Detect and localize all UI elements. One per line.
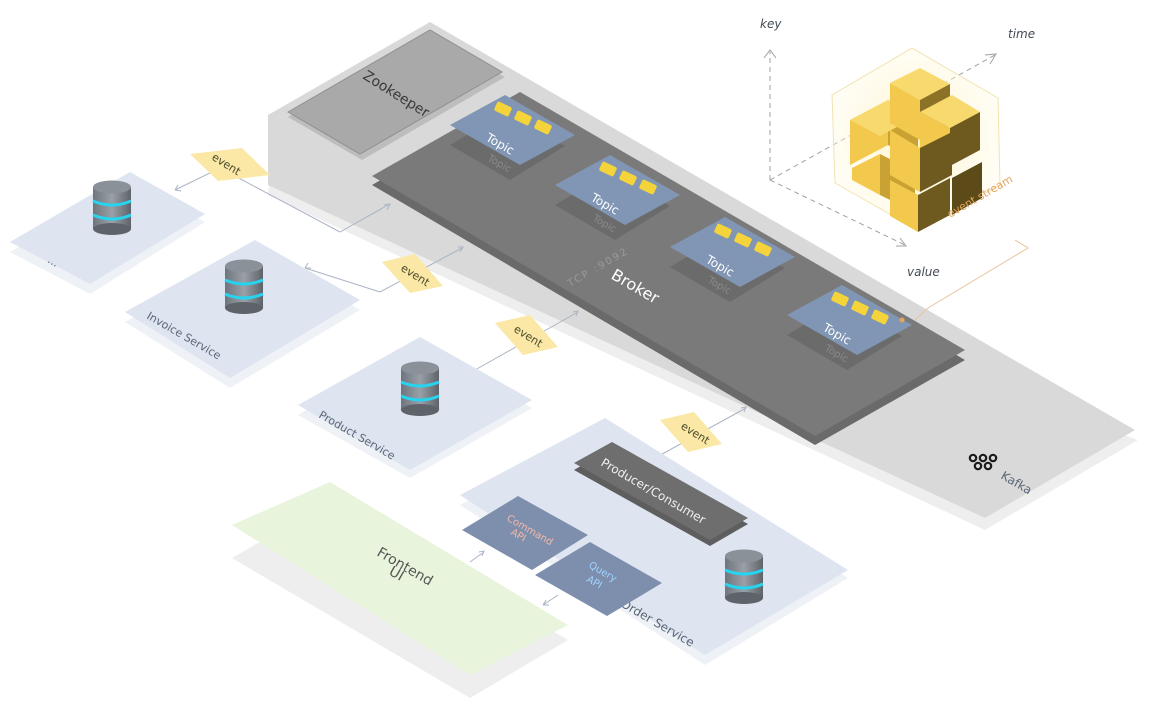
topic-4: Topic Topic — [787, 285, 912, 370]
topic-4-event-box — [831, 291, 849, 307]
event-stream-connector — [914, 239, 1029, 321]
frontend-label-line2: UI — [386, 564, 406, 585]
topic-3-event-box — [734, 232, 752, 248]
topic-3: Topic Topic — [670, 217, 795, 302]
topic-2-event-box — [599, 161, 617, 177]
axis-time-label: time — [1008, 27, 1035, 41]
service-order: Order Service — [460, 418, 848, 665]
topic-2-event-box — [619, 170, 637, 186]
database-icon — [722, 548, 766, 606]
event-tag-1: event — [190, 148, 270, 181]
topic-4-new-event-dot — [899, 317, 905, 323]
topic-4-event-box — [871, 309, 889, 325]
frontend-node: Frontend UI — [232, 482, 568, 698]
event-cube-icon — [831, 47, 1001, 232]
service-invoice: Invoice Service — [125, 240, 360, 388]
axis-value-label: value — [907, 265, 940, 279]
database-icon — [222, 258, 266, 316]
connector-frontend-command — [469, 550, 485, 563]
topic-3-event-box — [754, 241, 772, 257]
database-icon — [90, 179, 134, 237]
topic-3-event-box — [714, 223, 732, 239]
service-unnamed: ... — [10, 172, 205, 294]
producer-consumer-node: Producer/Consumer — [574, 442, 748, 546]
connector-query-frontend — [542, 594, 559, 606]
value-axis — [769, 179, 906, 246]
topic-1-event-box — [494, 101, 512, 117]
topic-2-event-box — [639, 179, 657, 195]
database-icon — [398, 360, 442, 418]
event-stream-diagram: key time value event stream — [760, 17, 1035, 321]
topic-1-event-box — [534, 119, 552, 135]
axis-key-label: key — [760, 17, 782, 31]
topic-1-event-box — [514, 110, 532, 126]
topic-2: Topic Topic — [555, 155, 680, 240]
event-tag-4: event — [660, 412, 722, 452]
command-api-node: Command API — [462, 496, 588, 570]
zookeeper-node: Zookeeper — [287, 29, 505, 160]
event-tag-3: event — [495, 315, 558, 355]
topic-4-event-box — [851, 300, 869, 316]
kafka-logo-icon — [968, 453, 998, 471]
axis-arrowheads — [763, 49, 997, 247]
query-api-node: Query API — [535, 542, 662, 616]
topic-1: Topic Topic — [450, 95, 575, 180]
